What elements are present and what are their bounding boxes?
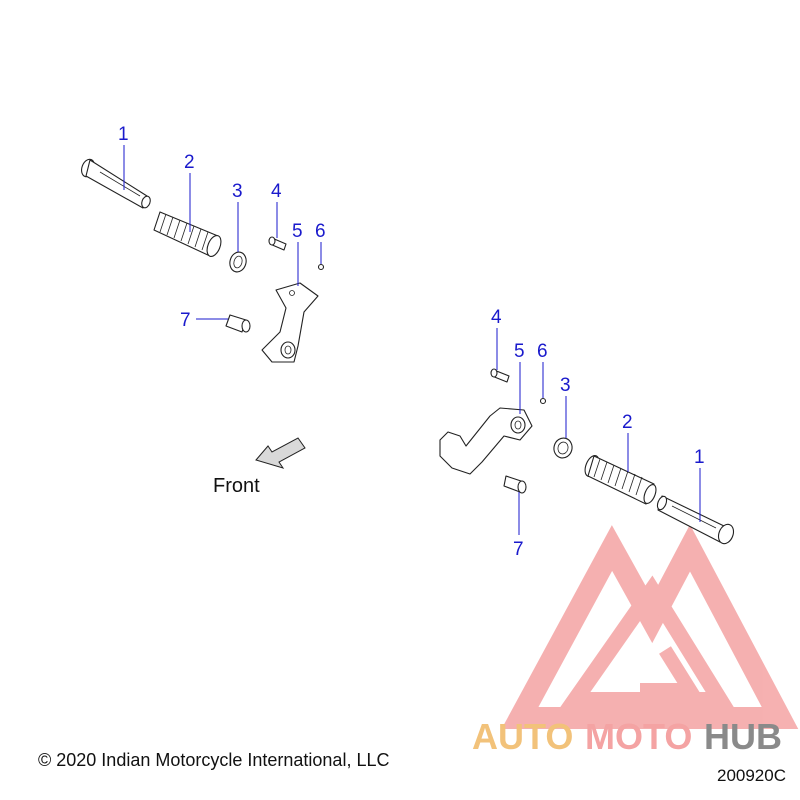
callout-left-7: 7	[180, 310, 191, 331]
watermark-triangle-outer	[501, 524, 799, 729]
right-callouts: 4 5 6 3 2 1 7	[491, 307, 705, 560]
right-small-bolt	[490, 368, 510, 383]
callout-left-1: 1	[118, 124, 129, 145]
watermark-text-auto: AUTO	[472, 716, 573, 757]
right-bracket	[439, 407, 533, 475]
callout-left-4: 4	[271, 181, 282, 202]
copyright-notice: © 2020 Indian Motorcycle International, …	[38, 750, 390, 770]
callout-right-4: 4	[491, 307, 502, 328]
watermark-text: AUTO MOTO HUB	[472, 716, 782, 757]
front-arrow: Front	[213, 437, 306, 497]
right-washer	[553, 437, 573, 459]
watermark-triangle-inner	[559, 575, 735, 708]
callout-left-3: 3	[232, 181, 243, 202]
left-small-bolt	[268, 236, 287, 251]
callout-right-3: 3	[560, 375, 571, 396]
watermark-logo	[501, 524, 799, 729]
callout-right-5: 5	[514, 341, 525, 362]
watermark-g-hook	[640, 646, 703, 697]
watermark-text-moto: MOTO	[585, 716, 692, 757]
right-bolt	[503, 475, 527, 494]
left-bolt	[225, 314, 251, 333]
left-bracket	[261, 282, 319, 363]
callout-right-1: 1	[694, 447, 705, 468]
callout-left-2: 2	[184, 152, 195, 173]
right-footpeg	[584, 455, 657, 505]
callout-right-2: 2	[622, 412, 633, 433]
left-washer	[229, 251, 247, 273]
left-pin	[81, 158, 151, 209]
right-pin	[656, 495, 735, 545]
callout-left-5: 5	[292, 221, 303, 242]
callout-right-6: 6	[537, 341, 548, 362]
front-label: Front	[213, 475, 260, 497]
left-footpeg	[153, 211, 222, 257]
left-tiny-ring	[317, 263, 325, 271]
diagram-code: 200920C	[716, 766, 786, 785]
left-callouts: 1 2 3 4 5 6 7	[118, 124, 326, 331]
callout-left-6: 6	[315, 221, 326, 242]
watermark-text-hub: HUB	[704, 716, 782, 757]
right-tiny-ring	[539, 397, 547, 405]
callout-right-7: 7	[513, 539, 524, 560]
